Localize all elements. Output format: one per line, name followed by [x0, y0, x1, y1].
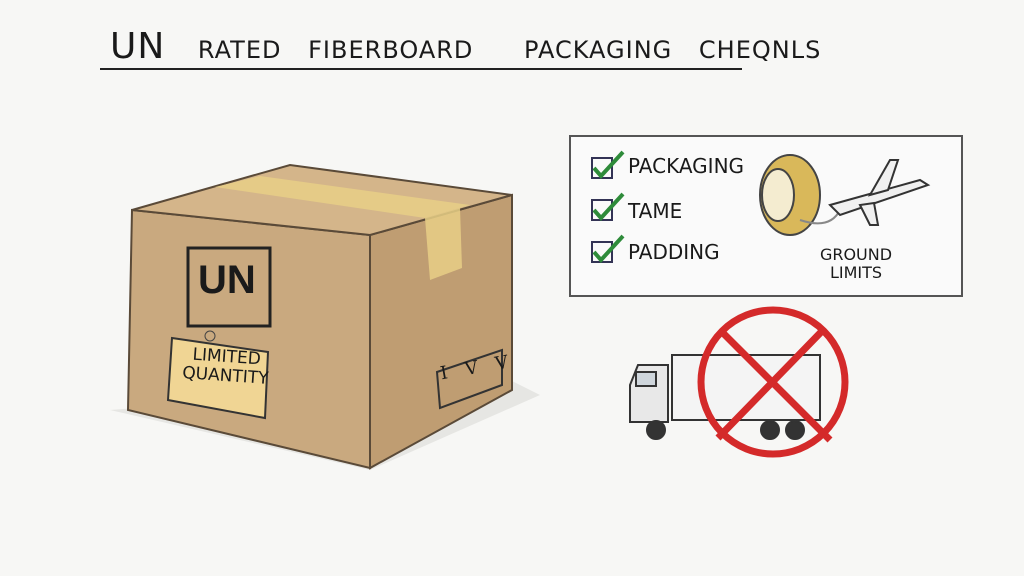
airplane-icon	[828, 159, 931, 226]
un-mark: UN	[198, 258, 256, 302]
title-underline	[100, 68, 742, 70]
tape-roll-icon	[759, 154, 841, 236]
un-mark-frame	[186, 246, 272, 328]
title-word: CHEQNLS	[698, 36, 822, 64]
truck-icon	[629, 354, 821, 440]
checklist-item: TAME	[628, 199, 683, 223]
note-line: LIMITS	[829, 263, 883, 282]
handling-marks-frame	[435, 348, 503, 410]
checkbox-icons	[591, 150, 625, 263]
ground-limits-note: GROUND LIMITS	[818, 246, 894, 282]
limited-quantity-tag	[166, 336, 270, 420]
page-title: UN RATED FIBERBOARD PACKAGING CHEQNLS	[110, 26, 839, 67]
prohibited-icon	[697, 306, 849, 458]
tag-hook	[204, 330, 216, 342]
packing-tape-side	[425, 208, 462, 280]
title-word: PACKAGING	[524, 36, 673, 64]
note-line: GROUND	[819, 245, 893, 264]
title-word: RATED	[197, 36, 282, 64]
checklist-item: PACKAGING	[628, 154, 745, 178]
title-un: UN	[110, 26, 166, 67]
checklist-item: PADDING	[628, 240, 720, 264]
limited-quantity-label: LIMITED QUANTITY	[179, 345, 273, 389]
title-word: FIBERBOARD	[308, 36, 474, 64]
packing-tape	[215, 176, 470, 218]
